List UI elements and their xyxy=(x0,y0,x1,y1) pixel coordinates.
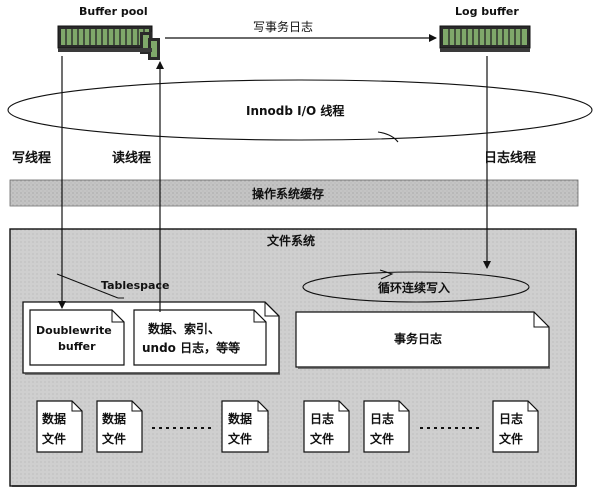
os-cache-band xyxy=(9,179,579,207)
data-file-label-2: 文件 xyxy=(228,431,252,446)
io-thread-ellipse xyxy=(7,79,593,141)
log-file-label-1: 日志 xyxy=(310,411,334,426)
os-cache-label: 操作系统缓存 xyxy=(252,186,324,201)
tablespace-pointer xyxy=(56,273,119,299)
read-thread-label: 读线程 xyxy=(112,150,151,166)
data-file-label-1: 数据 xyxy=(102,411,126,426)
log-thread-label: 日志线程 xyxy=(484,150,536,166)
data-file-label-1: 数据 xyxy=(228,411,252,426)
write-log-label: 写事务日志 xyxy=(253,19,313,34)
data-doc-line-1: 数据、索引、 xyxy=(148,321,220,336)
tablespace-label: Tablespace xyxy=(101,279,169,292)
data-file-label-2: 文件 xyxy=(102,431,126,446)
log-file xyxy=(363,400,410,453)
log-file-label-2: 文件 xyxy=(310,431,334,446)
filesystem-label: 文件系统 xyxy=(267,233,315,248)
data-file xyxy=(96,400,143,453)
circular-write-label: 循环连续写入 xyxy=(378,280,450,295)
data-index-undo-doc xyxy=(133,309,267,366)
log-file-label-1: 日志 xyxy=(370,411,394,426)
io-thread-label: Innodb I/O 线程 xyxy=(246,103,344,118)
log-buffer-icon xyxy=(439,25,531,52)
circular-write-ellipse xyxy=(302,271,530,303)
circular-write-arrowhead xyxy=(379,269,394,280)
log-file-label-2: 文件 xyxy=(499,431,523,446)
data-doc-line-2: undo 日志，等等 xyxy=(142,340,240,355)
doublewrite-buffer-doc xyxy=(29,309,125,366)
log-file-label-1: 日志 xyxy=(499,411,523,426)
log-file xyxy=(303,400,350,453)
doublewrite-label-1: Doublewrite xyxy=(36,324,112,337)
data-file-label-1: 数据 xyxy=(42,411,66,426)
buffer-pool-label: Buffer pool xyxy=(79,5,148,18)
data-file xyxy=(36,400,83,453)
log-file-label-2: 文件 xyxy=(370,431,394,446)
transaction-log-label: 事务日志 xyxy=(394,331,442,346)
transaction-log-doc xyxy=(295,311,550,369)
data-file-label-2: 文件 xyxy=(42,431,66,446)
data-file xyxy=(221,400,269,453)
io-thread-tail xyxy=(377,131,399,143)
doublewrite-label-2: buffer xyxy=(58,340,96,353)
log-file xyxy=(492,400,539,453)
write-thread-label: 写线程 xyxy=(12,150,51,166)
buffer-pool-icon xyxy=(57,25,160,60)
log-buffer-label: Log buffer xyxy=(455,5,519,18)
